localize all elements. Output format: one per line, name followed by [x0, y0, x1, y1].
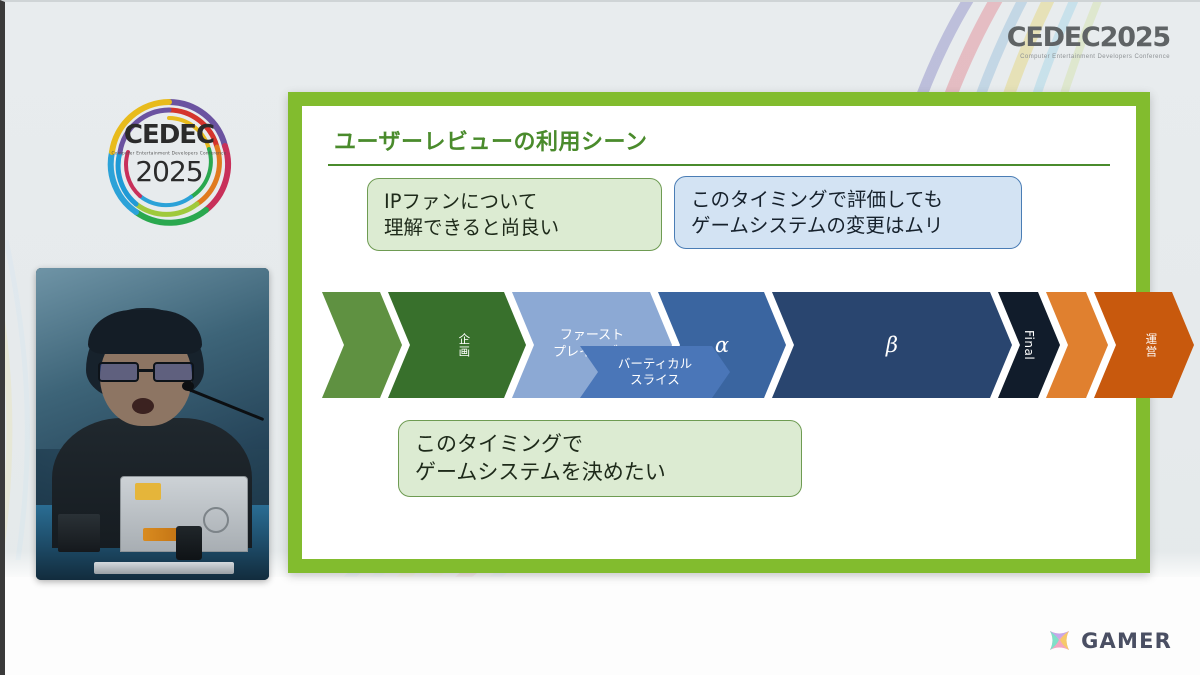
process-stage-label: β [885, 333, 899, 357]
gamer-label: GAMER [1081, 628, 1172, 653]
speaker-glasses [98, 362, 194, 382]
microphone-icon [182, 381, 194, 391]
process-stage-label: α [714, 333, 730, 357]
cedec-wordmark: CEDEC2025 Computer Entertainment Develop… [1006, 22, 1171, 60]
process-stage-4[interactable]: β [772, 292, 1012, 398]
presentation-slide: ユーザーレビューの利用シーン IPファンについて 理解できると尚良い このタイミ… [288, 92, 1150, 573]
process-chevron-chart: 始動準備プロジェクト企画ファーストプレイアブルαβFinalリリース直後運営バー… [322, 292, 1134, 398]
rainbow-brush-left [0, 240, 30, 560]
bottom-white-band [0, 551, 1200, 675]
callout-ip-fan: IPファンについて 理解できると尚良い [367, 178, 662, 252]
process-stage-label: 運営 [1144, 332, 1159, 358]
process-stage-0[interactable]: 始動準備プロジェクト [322, 292, 402, 398]
speaker-video [36, 268, 269, 580]
wordmark-subtitle: Computer Entertainment Developers Confer… [1020, 54, 1170, 60]
gamer-watermark: GAMER [1047, 628, 1172, 653]
process-stage-overlay-vertical-slice[interactable]: バーティカルスライス [580, 346, 730, 398]
ring-logo-subtitle: Computer Entertainment Developers Confer… [111, 150, 227, 156]
callout-timing-eval: このタイミングで評価しても ゲームシステムの変更はムリ [674, 176, 1022, 250]
process-stage-label: Final [1022, 329, 1036, 361]
wordmark-title: CEDEC2025 [1006, 22, 1171, 53]
ring-logo-cedec: CEDEC [123, 120, 215, 150]
title-underline [328, 164, 1110, 166]
process-stage-label: 企画 [457, 332, 472, 358]
gamer-logo-icon [1047, 628, 1072, 653]
process-stage-label: バーティカルスライス [617, 356, 693, 387]
ring-logo-year: 2025 [135, 155, 203, 188]
slide-title: ユーザーレビューの利用シーン [334, 130, 648, 155]
callout-timing-decide: このタイミングで ゲームシステムを決めたい [398, 420, 802, 498]
process-stage-1[interactable]: 企画 [388, 292, 526, 398]
cedec-ring-logo: CEDEC Computer Entertainment Developers … [96, 94, 242, 226]
